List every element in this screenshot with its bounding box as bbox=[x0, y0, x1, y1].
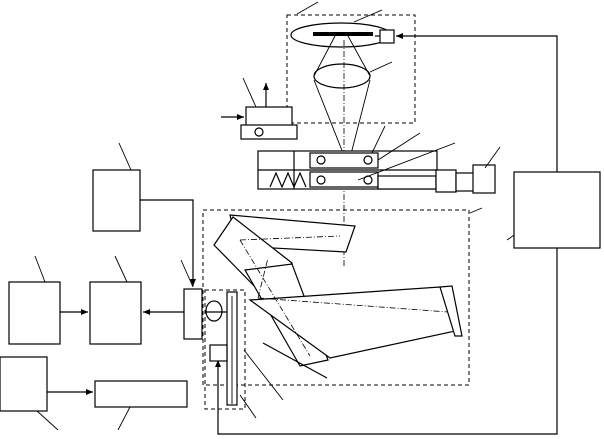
collimating-mirror bbox=[439, 285, 463, 337]
controller-box bbox=[513, 171, 601, 249]
ray-path-upper bbox=[239, 235, 341, 241]
shutter-roller bbox=[254, 127, 264, 137]
slit-detector-dashed-boundary bbox=[204, 289, 246, 410]
spectrometer-dashed-boundary bbox=[202, 209, 470, 386]
processor-to-detector-line bbox=[140, 199, 196, 286]
shutter-actuator bbox=[221, 83, 298, 140]
leader-shutter bbox=[242, 77, 257, 108]
actuator-rod bbox=[377, 175, 437, 190]
leader-filter-roller bbox=[357, 142, 456, 181]
focusing-beam-cone bbox=[313, 79, 371, 159]
filter-slot-lower bbox=[309, 171, 379, 188]
acquisition-box bbox=[89, 281, 142, 345]
leader-grating bbox=[243, 349, 284, 401]
beam-cone-left bbox=[313, 79, 346, 159]
leader-top-left-box bbox=[118, 142, 132, 171]
entrance-lens bbox=[205, 300, 223, 322]
leader-filter-slot bbox=[377, 132, 421, 161]
sample-stage-assembly bbox=[286, 14, 416, 124]
ray-path-diagonal bbox=[239, 239, 311, 357]
leader-bottom-wide-box bbox=[117, 406, 131, 431]
shutter-base bbox=[240, 124, 298, 140]
filter-roller-lower bbox=[316, 175, 326, 185]
slit-actuator bbox=[209, 344, 228, 362]
leader-objective bbox=[369, 61, 393, 73]
input-box-bottom-left bbox=[0, 356, 48, 412]
objective-lens bbox=[313, 63, 371, 89]
leader-filter-upper bbox=[371, 125, 386, 154]
long-mirror-arm bbox=[248, 286, 461, 359]
leader-left-box-a bbox=[34, 255, 46, 283]
filter-slider-assembly bbox=[257, 150, 496, 194]
leader-platform bbox=[353, 9, 383, 23]
ray-path-fold bbox=[257, 257, 269, 299]
beam-cone-right bbox=[349, 79, 371, 159]
display-box bbox=[8, 281, 61, 345]
stage-motor bbox=[379, 29, 395, 44]
leader-slit bbox=[239, 394, 257, 419]
filter-slot-upper bbox=[309, 152, 379, 169]
processor-box-top bbox=[92, 169, 141, 232]
return-spring bbox=[269, 171, 307, 189]
spectrometer-optics bbox=[213, 214, 463, 379]
leader-detector bbox=[180, 259, 194, 288]
leader-bottom-left-box bbox=[36, 410, 59, 431]
actuator-coupling bbox=[435, 169, 457, 193]
sample-stage-dashed-boundary bbox=[286, 14, 416, 124]
shutter-body bbox=[245, 106, 293, 127]
beam-cone-left-upper bbox=[313, 35, 336, 77]
diffraction-grating bbox=[262, 342, 328, 379]
filter-roller-upper bbox=[316, 155, 326, 165]
filter-roller-upper-right bbox=[363, 155, 373, 165]
controller-to-slit-line bbox=[215, 248, 558, 435]
actuator-motor bbox=[472, 164, 496, 194]
controller-to-stage-line bbox=[396, 33, 558, 172]
leader-spectrometer-box bbox=[469, 207, 483, 214]
output-box-bottom bbox=[94, 380, 188, 408]
leader-stage-box bbox=[296, 1, 319, 15]
leader-motor bbox=[484, 146, 501, 169]
ray-path-long bbox=[257, 297, 449, 313]
beam-cone-right-upper bbox=[347, 35, 371, 77]
leader-left-box-b bbox=[114, 255, 128, 283]
detector-array bbox=[183, 288, 203, 340]
reference-leader-lines bbox=[34, 1, 531, 431]
